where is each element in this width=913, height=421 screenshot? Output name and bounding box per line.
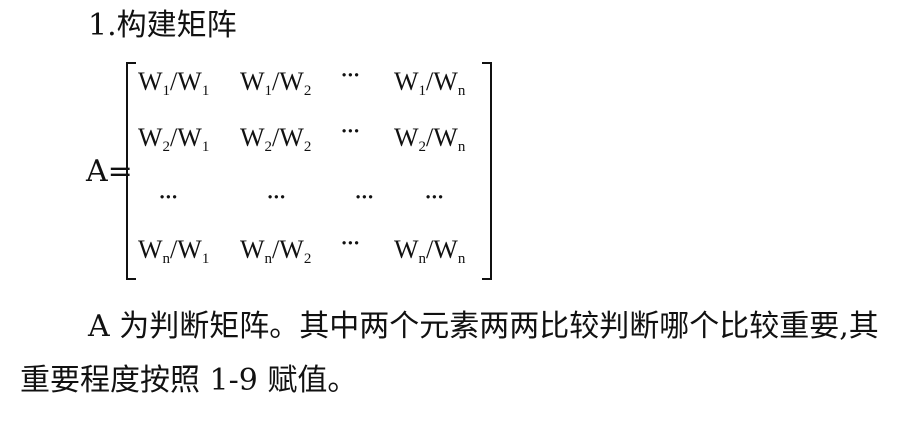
right-bracket bbox=[482, 62, 492, 280]
matrix-ellipsis-3-3: ··· bbox=[354, 183, 375, 213]
matrix-cell-1-2: W1/W2 bbox=[240, 67, 312, 99]
matrix-ellipsis-3-1: ··· bbox=[158, 183, 179, 213]
explanation-text: A 为判断矩阵。其中两个元素两两比较判断哪个比较重要,其重要程度按照 1-9 赋… bbox=[20, 309, 879, 398]
matrix-cell-n-n: Wn/Wn bbox=[394, 235, 466, 267]
matrix-name: A= bbox=[86, 154, 133, 189]
matrix-cell-2-1: W2/W1 bbox=[138, 123, 210, 155]
matrix-cell-2-n: W2/Wn bbox=[394, 123, 466, 155]
matrix-ellipsis-1: ··· bbox=[340, 61, 361, 91]
matrix-cell-2-2: W2/W2 bbox=[240, 123, 312, 155]
matrix-ellipsis-3-2: ··· bbox=[266, 183, 287, 213]
matrix-cell-1-n: W1/Wn bbox=[394, 67, 466, 99]
explanation-paragraph: A 为判断矩阵。其中两个元素两两比较判断哪个比较重要,其重要程度按照 1-9 赋… bbox=[20, 300, 900, 408]
section-heading: 1.构建矩阵 bbox=[88, 8, 237, 43]
matrix-ellipsis-4: ··· bbox=[340, 229, 361, 259]
matrix-cell-n-1: Wn/W1 bbox=[138, 235, 210, 267]
left-bracket bbox=[126, 62, 136, 280]
matrix-ellipsis-3-4: ··· bbox=[424, 183, 445, 213]
matrix-cell-1-1: W1/W1 bbox=[138, 67, 210, 99]
matrix-cell-n-2: Wn/W2 bbox=[240, 235, 312, 267]
matrix-ellipsis-2: ··· bbox=[340, 117, 361, 147]
